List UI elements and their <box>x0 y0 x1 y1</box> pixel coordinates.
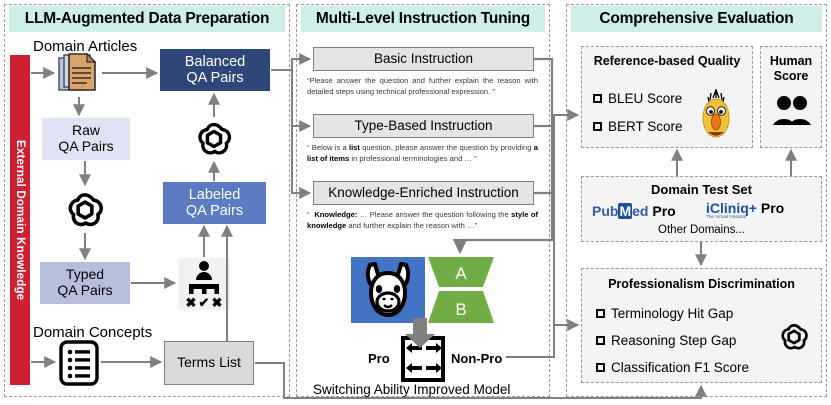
list-document-icon <box>58 340 100 386</box>
professionalism-discrimination-title: Professionalism Discrimination <box>608 277 795 291</box>
basic-instruction-text: “Please answer the question and further … <box>307 76 538 96</box>
metric-label: Reasoning Step Gap <box>611 333 737 348</box>
typed-qa-line1: Typed <box>65 266 105 283</box>
svg-text:✖: ✖ <box>186 295 197 310</box>
basic-instruction-box: Basic Instruction <box>313 47 534 71</box>
checkbox-icon <box>593 94 602 103</box>
pubmed-part2: M <box>618 203 633 219</box>
terms-list-label: Terms List <box>177 354 241 371</box>
panel-title-comprehensive-evaluation: Comprehensive Evaluation <box>571 6 822 32</box>
metric-terminology-hit-gap: Terminology Hit Gap <box>596 306 733 321</box>
checkbox-icon <box>596 336 605 345</box>
icliniq-tagline: The Virtual Hospital <box>706 214 747 219</box>
metric-reasoning-step-gap: Reasoning Step Gap <box>596 333 736 348</box>
domain-concepts-label: Domain Concepts <box>33 324 153 341</box>
two-people-icon <box>772 95 812 127</box>
openai-logo-icon <box>63 188 107 232</box>
pro-label: Pro <box>368 351 390 366</box>
metric-label: Terminology Hit Gap <box>611 306 734 321</box>
raw-qa-pairs-box: Raw QA Pairs <box>42 118 130 160</box>
metric-label: BLEU Score <box>608 91 683 106</box>
terms-list-box: Terms List <box>164 341 254 385</box>
reference-based-quality-title: Reference-based Quality <box>593 54 741 68</box>
icliniq-pro-suffix: Pro <box>760 200 785 216</box>
external-domain-knowledge-bar: External Domain Knowledge <box>10 55 30 385</box>
bidirectional-switch-icon <box>401 336 445 382</box>
checkbox-icon <box>593 122 602 131</box>
basic-instruction-label: Basic Instruction <box>373 51 474 67</box>
checkbox-icon <box>596 309 605 318</box>
external-domain-knowledge-label: External Domain Knowledge <box>14 139 26 301</box>
labeled-qa-line1: Labeled <box>188 186 241 203</box>
raw-qa-line2: QA Pairs <box>58 138 114 154</box>
human-score-title-line1: Human <box>769 54 813 68</box>
domain-test-set-title: Domain Test Set <box>651 182 752 197</box>
documents-icon <box>57 52 101 96</box>
metric-label: Classification F1 Score <box>611 360 750 375</box>
knowledge-enriched-instruction-box: Knowledge-Enriched Instruction <box>313 181 534 205</box>
typed-qa-line2: QA Pairs <box>57 282 113 298</box>
non-pro-label: Non-Pro <box>451 351 503 366</box>
raw-qa-line1: Raw <box>71 122 100 139</box>
person-decision-tree-icon: ✖ ✔ ✖ <box>178 258 230 310</box>
icliniq-text: iCliniq <box>706 200 749 216</box>
pubmed-logo: PubMed Pro <box>592 203 676 219</box>
llama-icon <box>351 257 425 323</box>
adapter-b-shape: B <box>428 291 494 323</box>
openai-logo-icon <box>777 320 811 354</box>
human-score-panel <box>760 46 822 148</box>
labeled-qa-line2: QA Pairs <box>185 203 244 219</box>
adapter-b-label: B <box>455 300 466 319</box>
metric-label: BERT Score <box>608 119 683 134</box>
domain-articles-label: Domain Articles <box>33 38 138 55</box>
metric-bleu-score: BLEU Score <box>593 91 682 106</box>
typed-qa-pairs-box: Typed QA Pairs <box>40 262 130 304</box>
knowledge-enriched-instruction-label: Knowledge-Enriched Instruction <box>328 185 519 201</box>
metric-classification-f1-score: Classification F1 Score <box>596 360 749 375</box>
human-score-title-line2: Score <box>773 69 809 83</box>
knowledge-enriched-instruction-text: “ Knowledge: … Please answer the questio… <box>307 210 538 230</box>
type-based-instruction-box: Type-Based Instruction <box>313 114 534 138</box>
openai-logo-icon <box>193 118 235 160</box>
panel-title-data-preparation: LLM-Augmented Data Preparation <box>9 6 285 32</box>
other-domains-label: Other Domains... <box>658 224 745 236</box>
adapter-a-shape: A <box>428 257 494 287</box>
icliniq-logo: iCliniq+ Pro The Virtual Hospital <box>706 200 785 219</box>
balanced-qa-line1: Balanced <box>184 53 246 70</box>
panel-data-preparation <box>4 4 290 397</box>
panel-title-instruction-tuning: Multi-Level Instruction Tuning <box>301 6 545 32</box>
metric-bert-score: BERT Score <box>593 119 683 134</box>
pubmed-part3: ed <box>632 203 649 219</box>
pubmed-part1: Pub <box>592 203 619 219</box>
labeled-qa-pairs-box: Labeled QA Pairs <box>163 182 266 224</box>
model-caption: Switching Ability Improved Model <box>313 382 511 397</box>
balanced-qa-pairs-box: Balanced QA Pairs <box>160 49 270 91</box>
type-based-instruction-text: “ Below is a list question, please answe… <box>307 143 538 163</box>
bert-muppet-icon <box>696 88 736 142</box>
adapter-a-label: A <box>455 264 467 283</box>
type-based-instruction-label: Type-Based Instruction <box>354 118 493 134</box>
checkbox-icon <box>596 363 605 372</box>
svg-text:✔: ✔ <box>199 295 210 310</box>
pubmed-pro-suffix: Pro <box>652 203 676 219</box>
svg-text:✖: ✖ <box>212 295 223 310</box>
balanced-qa-line2: QA Pairs <box>186 70 244 86</box>
